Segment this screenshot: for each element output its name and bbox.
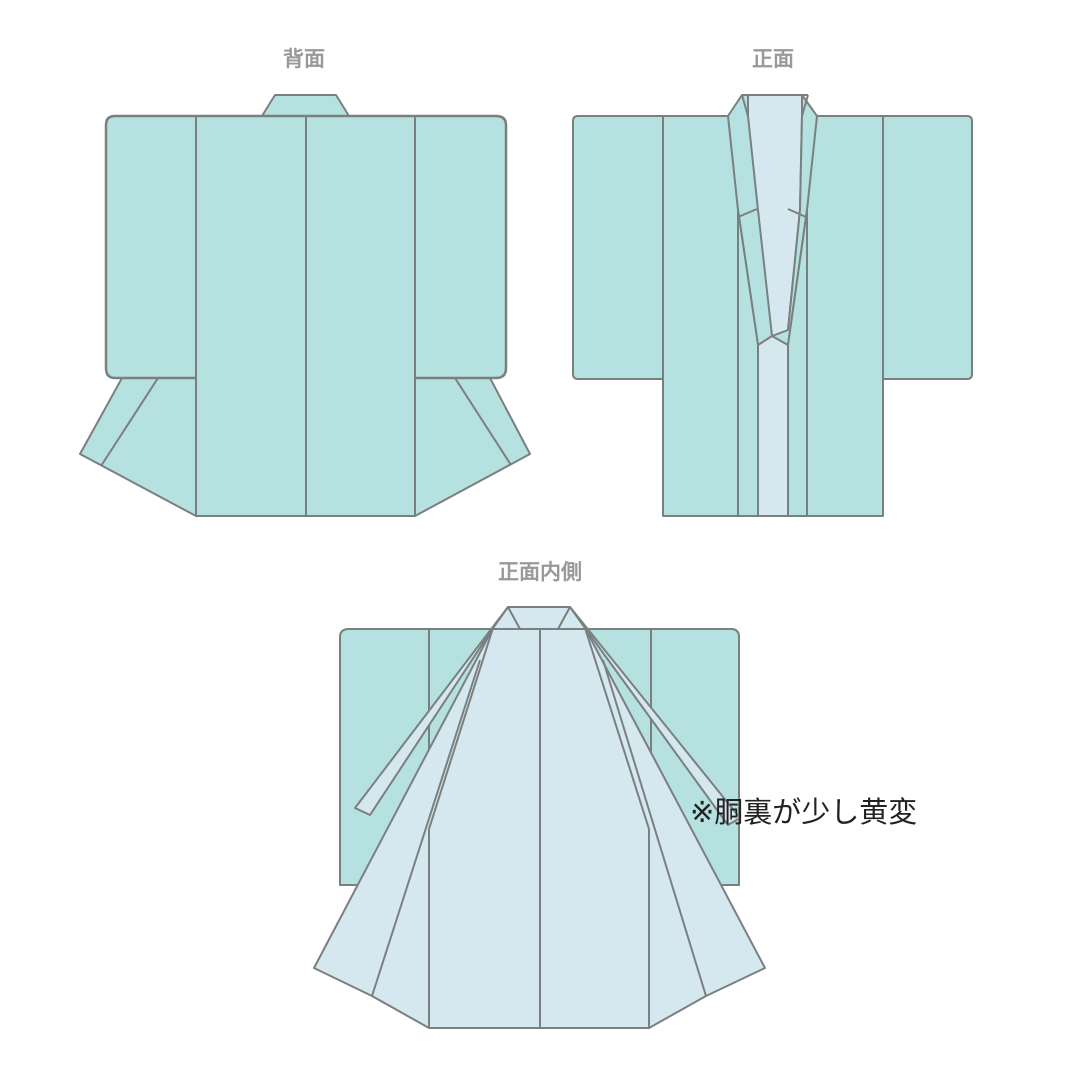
back-right-sleeve	[414, 115, 507, 379]
back-gusset-line-left	[100, 377, 159, 467]
back-collar	[261, 94, 350, 117]
front-collar-inner-right	[801, 94, 809, 117]
inside-okumi-line-left	[371, 659, 481, 997]
back-gusset-line-right	[454, 377, 512, 466]
back-left-sleeve	[105, 115, 197, 379]
inside-neck-top-left	[507, 606, 521, 630]
inside-okumi-line-right	[602, 659, 707, 997]
inside-collar-inner-right	[584, 627, 650, 830]
back-body-left-panel	[195, 115, 307, 517]
front-view-label: 正面	[752, 47, 794, 71]
back-view	[79, 94, 531, 517]
front-collar-step-right	[787, 208, 807, 218]
inside-collar-inner-left	[428, 627, 494, 830]
back-view-label: 背面	[283, 47, 325, 71]
front-right-sleeve	[882, 115, 973, 380]
back-sleeve-outline	[104, 114, 508, 380]
front-collar-inner-left	[741, 94, 749, 117]
yellowing-note: ※胴裏が少し黄変	[690, 795, 917, 829]
inside-neck-top-right	[557, 606, 571, 630]
inside-view-label: 正面内側	[498, 560, 582, 584]
front-collar-step-left	[737, 208, 758, 218]
front-view	[572, 94, 973, 517]
back-body-right-panel	[305, 115, 416, 517]
front-okumi-right	[787, 209, 808, 517]
front-left-sleeve	[572, 115, 664, 380]
front-okumi-left	[737, 209, 759, 517]
inside-view	[313, 606, 766, 1029]
